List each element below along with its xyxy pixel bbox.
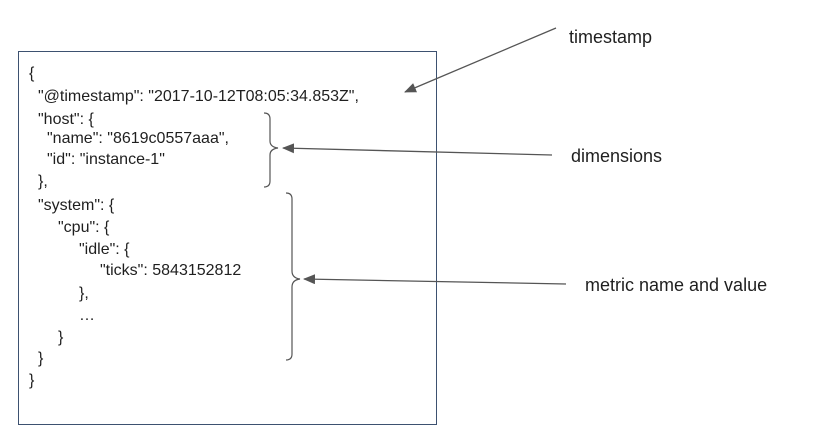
json-line-host-open: "host": { xyxy=(38,111,94,128)
json-line-idle-close: }, xyxy=(79,285,89,302)
json-line-system-open: "system": { xyxy=(38,197,115,214)
timestamp-label: timestamp xyxy=(569,27,653,47)
json-line-idle-open: "idle": { xyxy=(79,241,130,258)
json-line-ellipsis: … xyxy=(79,307,95,324)
json-line-system-close: } xyxy=(38,350,44,367)
dimensions-label: dimensions xyxy=(571,146,663,166)
json-line-ticks: "ticks": 5843152812 xyxy=(100,262,242,279)
json-line-host-name: "name": "8619c0557aaa", xyxy=(47,130,229,147)
metric-label: metric name and value xyxy=(585,275,768,295)
json-line-open-brace: { xyxy=(29,65,35,82)
json-line-host-id: "id": "instance-1" xyxy=(47,151,165,168)
json-line-host-close: }, xyxy=(38,173,48,190)
json-line-cpu-open: "cpu": { xyxy=(58,219,110,236)
json-line-timestamp: "@timestamp": "2017-10-12T08:05:34.853Z"… xyxy=(38,88,359,105)
json-line-cpu-close: } xyxy=(58,329,64,346)
json-document-box xyxy=(18,51,437,425)
json-line-close-brace: } xyxy=(29,372,35,389)
